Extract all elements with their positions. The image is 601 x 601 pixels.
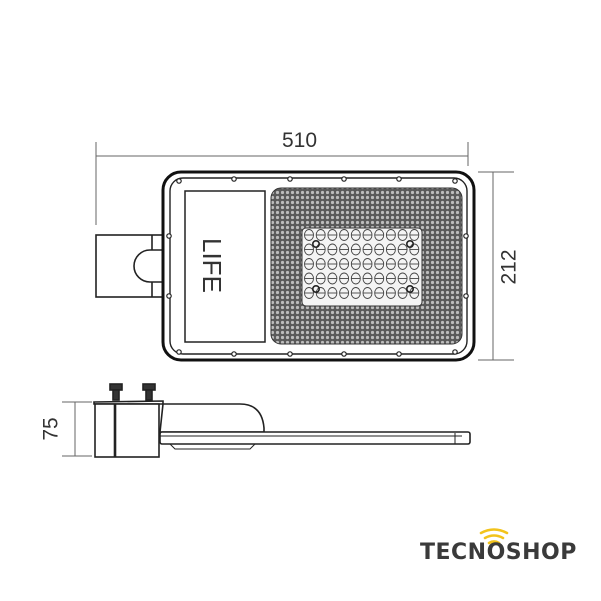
label-panel (184, 190, 266, 343)
mount-bracket (95, 234, 167, 298)
width-dimension-label: 510 (282, 129, 318, 152)
height-dimension-label: 75 (39, 417, 63, 441)
height-dimension-line (62, 401, 92, 457)
wifi-signal-icon (479, 528, 509, 545)
reflector (270, 187, 463, 345)
depth-dimension-line (478, 171, 514, 361)
brand-logo-text: TECNOSHOP (420, 540, 577, 565)
width-dimension-line (95, 142, 469, 225)
depth-dimension-label: 212 (497, 249, 521, 285)
led-array (304, 229, 420, 299)
label-panel-text: LIFE (197, 238, 227, 293)
side-view (93, 383, 471, 458)
